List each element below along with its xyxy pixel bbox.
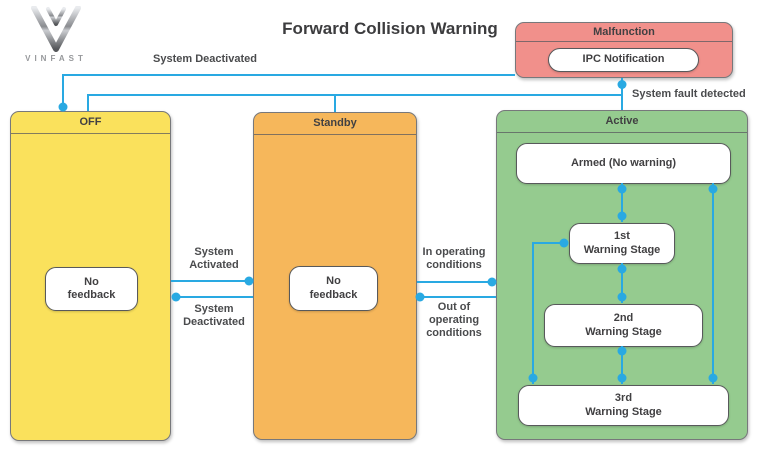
off-no-feedback-box: No feedback [45,267,138,311]
label-system-fault-detected: System fault detected [632,88,746,100]
state-active: Active Armed (No warning) 1st Warning St… [496,110,748,440]
standby-no-feedback-box: No feedback [289,266,378,311]
state-active-title: Active [497,111,747,133]
state-off: OFF No feedback [10,111,171,441]
label-system-deactivated-top: System Deactivated [153,53,257,65]
state-off-title: OFF [11,112,170,134]
arrow-dot-off-right [171,292,181,302]
label-system-activated: System Activated [189,246,239,271]
label-in-operating-conditions: In operating conditions [422,246,486,271]
label-system-deactivated-mid: System Deactivated [183,303,245,328]
vinfast-wordmark: VINFAST [25,54,87,63]
armed-no-warning-box: Armed (No warning) [516,143,731,184]
edge-system-fault-detected [87,78,623,112]
warning-stage-3-box: 3rd Warning Stage [518,385,729,426]
label-out-operating-conditions: Out of operating conditions [426,301,482,339]
warning-stage-2-box: 2nd Warning Stage [544,304,703,347]
state-standby-title: Standby [254,113,416,135]
state-malfunction-title: Malfunction [516,23,732,42]
vinfast-v-icon [31,6,81,52]
state-malfunction: Malfunction IPC Notification [515,22,733,78]
vinfast-logo: VINFAST [10,6,102,63]
arrow-dot-malfunction-bottom [617,80,627,89]
edge-system-deactivated-top [62,74,515,110]
ipc-notification-box: IPC Notification [548,48,699,72]
page-title: Forward Collision Warning [282,19,498,38]
warning-stage-1-box: 1st Warning Stage [569,223,675,264]
state-standby: Standby No feedback [253,112,417,440]
